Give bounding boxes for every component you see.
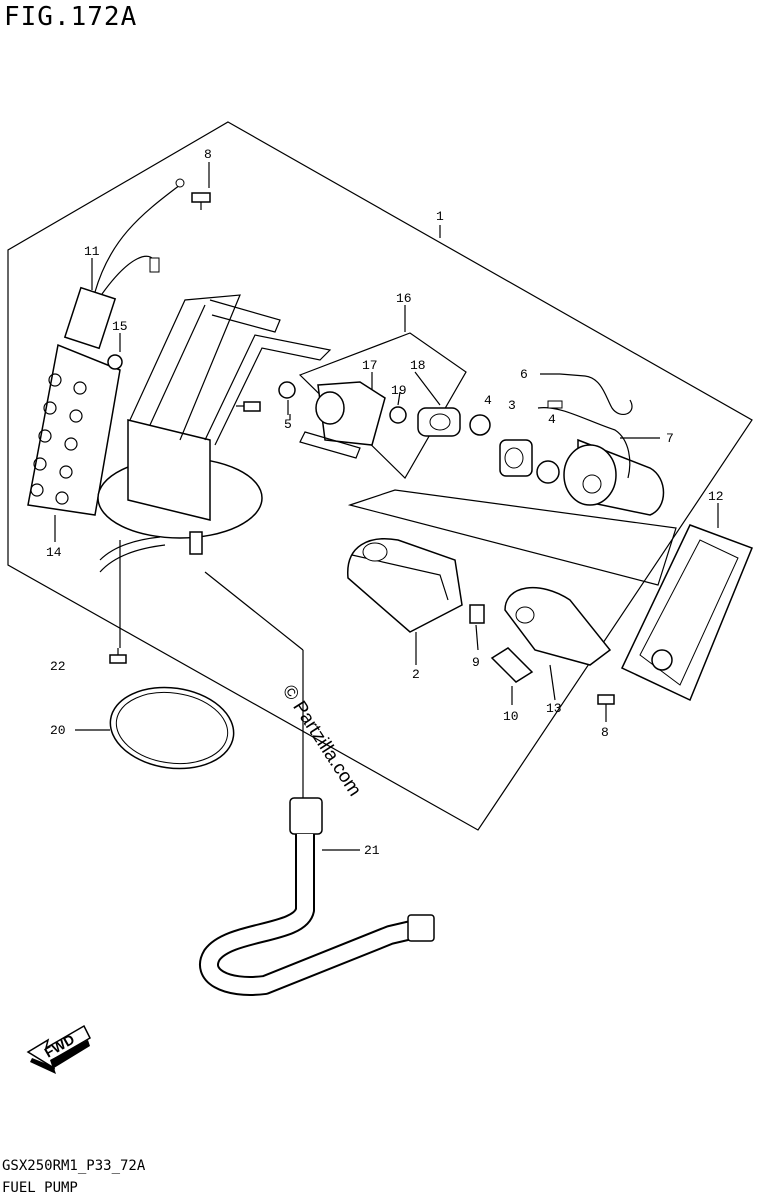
assembly-outline (7, 121, 753, 831)
callout-15: 15 (112, 319, 128, 334)
pump-bracket-part (97, 294, 332, 573)
bolt-part-22 (109, 648, 127, 664)
case-part-2 (347, 538, 463, 633)
callout-10: 10 (503, 709, 519, 724)
callout-11: 11 (84, 244, 100, 259)
callout-21: 21 (364, 843, 380, 858)
callout-8b: 8 (601, 725, 609, 740)
bolt-part-mid (236, 401, 261, 412)
callout-4a: 4 (484, 393, 492, 408)
callout-20: 20 (50, 723, 66, 738)
filter-part-17 (299, 381, 386, 459)
callout-19: 19 (391, 383, 407, 398)
baffle-plate-part (27, 343, 121, 516)
sender-part-3 (499, 439, 533, 477)
fuel-pump-part-7 (537, 373, 665, 516)
cover-part-13 (504, 586, 612, 666)
inner-panel-outline (347, 489, 677, 586)
callout-17: 17 (362, 358, 378, 373)
wiring-connector-part (63, 178, 185, 350)
model-code: GSX250RM1_P33_72A (2, 1158, 146, 1174)
forward-direction-arrow: FWD (26, 1024, 91, 1074)
fuel-hose-part-21 (199, 797, 435, 996)
callout-7: 7 (666, 431, 674, 446)
section-name: FUEL PUMP (2, 1180, 78, 1196)
callout-12: 12 (708, 489, 724, 504)
callout-18: 18 (410, 358, 426, 373)
callout-16: 16 (396, 291, 412, 306)
regulator-part-18 (417, 407, 461, 437)
leader-lines (54, 162, 719, 851)
callout-9: 9 (472, 655, 480, 670)
callout-5: 5 (284, 417, 292, 432)
watermark-text: © Partzilla.com (278, 681, 365, 800)
callout-1: 1 (436, 209, 444, 224)
holder-part-10 (490, 647, 534, 683)
strainer-part-12 (620, 524, 753, 702)
callout-2: 2 (412, 667, 420, 682)
screw-part-top (191, 192, 211, 210)
callout-22: 22 (50, 659, 66, 674)
figure-title: FIG.172A (4, 2, 138, 32)
gasket-part-20 (109, 686, 235, 770)
screw-part-lower (597, 694, 615, 712)
callout-13: 13 (546, 701, 562, 716)
o-ring-part-19 (389, 406, 407, 424)
washer-part-4a (469, 414, 491, 436)
callout-3: 3 (508, 398, 516, 413)
callout-6: 6 (520, 367, 528, 382)
washer-part-4b (536, 460, 560, 484)
clip-part-9 (469, 604, 485, 624)
callout-4b: 4 (548, 412, 556, 427)
clip-part (107, 354, 123, 370)
washer-part-5 (278, 381, 296, 399)
callout-14: 14 (46, 545, 62, 560)
callout-8a: 8 (204, 147, 212, 162)
